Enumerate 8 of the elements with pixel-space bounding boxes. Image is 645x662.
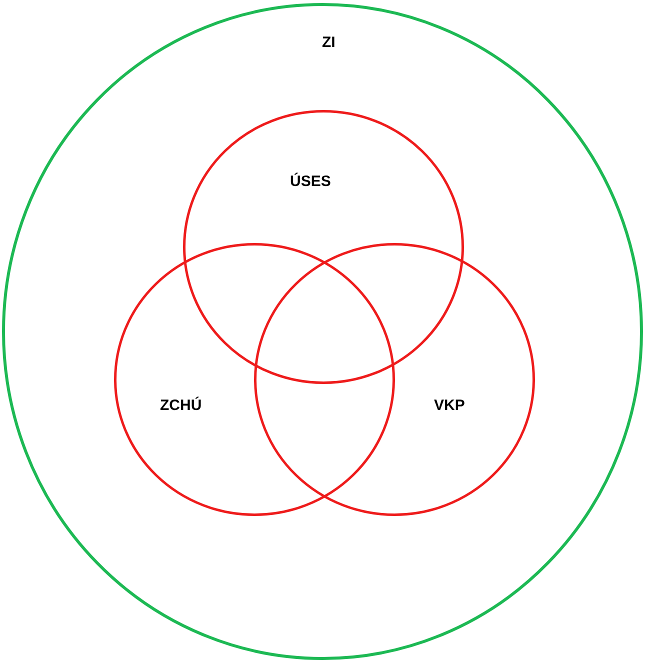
circle-label: ZCHÚ <box>160 398 202 413</box>
circle-label: ZI <box>322 35 336 50</box>
venn-circle <box>254 243 535 516</box>
circle-label: ÚSES <box>290 174 331 189</box>
circle-label: VKP <box>434 398 465 413</box>
outer-circle <box>2 3 643 660</box>
venn-circle <box>183 110 464 384</box>
venn-circle <box>114 243 395 516</box>
